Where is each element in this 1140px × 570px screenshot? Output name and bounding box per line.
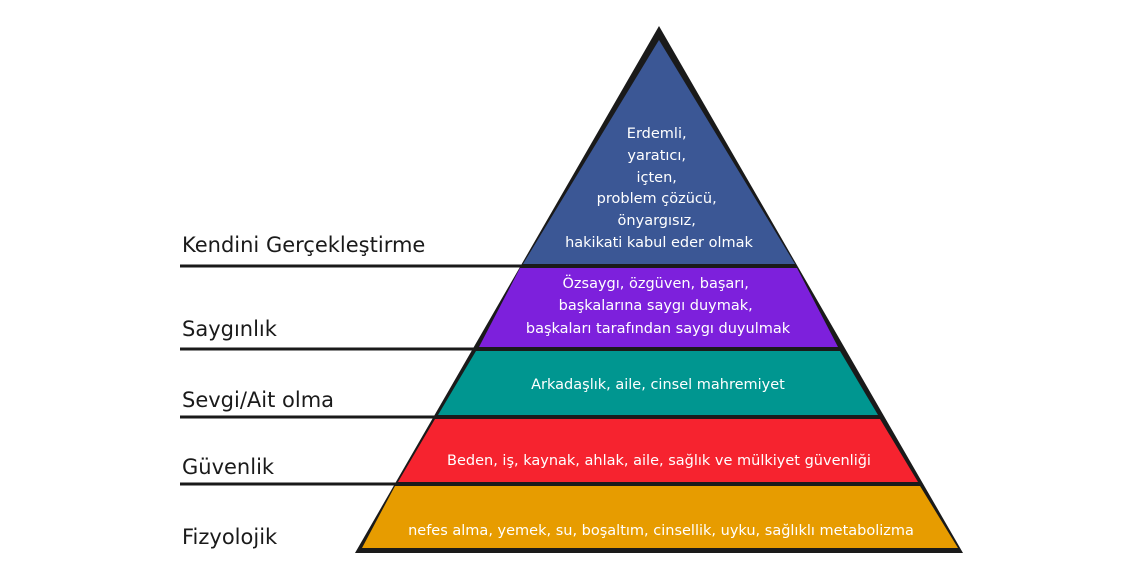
level-text-line: nefes alma, yemek, su, boşaltım, cinsell… <box>408 523 914 539</box>
level-label-safety: Güvenlik <box>182 455 275 479</box>
level-text-physiological: nefes alma, yemek, su, boşaltım, cinsell… <box>408 523 914 539</box>
level-text-line: önyargısız, <box>618 213 696 229</box>
level-text-safety: Beden, iş, kaynak, ahlak, aile, sağlık v… <box>447 453 871 469</box>
level-text-line: içten, <box>636 170 676 186</box>
level-band-esteem <box>479 268 838 347</box>
level-text-self-actualization: Erdemli, yaratıcı, içten, problem çözücü… <box>565 126 753 251</box>
level-label-love-belonging: Sevgi/Ait olma <box>182 388 334 412</box>
level-band-self-actualization <box>523 40 795 264</box>
level-text-line: problem çözücü, <box>597 191 717 207</box>
level-text-line: Özsaygı, özgüven, başarı, <box>562 274 748 292</box>
level-label-esteem: Saygınlık <box>182 317 278 341</box>
level-label-self-actualization: Kendini Gerçekleştirme <box>182 233 425 257</box>
level-text-line: başkaları tarafından saygı duyulmak <box>526 321 791 337</box>
level-band-love-belonging <box>438 351 878 415</box>
level-text-line: hakikati kabul eder olmak <box>565 235 753 251</box>
level-text-line: Beden, iş, kaynak, ahlak, aile, sağlık v… <box>447 453 871 469</box>
level-text-love-belonging: Arkadaşlık, aile, cinsel mahremiyet <box>531 377 785 393</box>
level-text-line: yaratıcı, <box>627 148 686 164</box>
level-label-physiological: Fizyolojik <box>182 525 278 549</box>
level-text-esteem: Özsaygı, özgüven, başarı, başkalarına sa… <box>526 274 791 337</box>
level-text-line: başkalarına saygı duymak, <box>559 298 753 314</box>
level-text-line: Arkadaşlık, aile, cinsel mahremiyet <box>531 377 785 393</box>
level-band-physiological <box>362 486 958 548</box>
level-band-safety <box>398 419 918 482</box>
level-text-line: Erdemli, <box>627 126 687 142</box>
